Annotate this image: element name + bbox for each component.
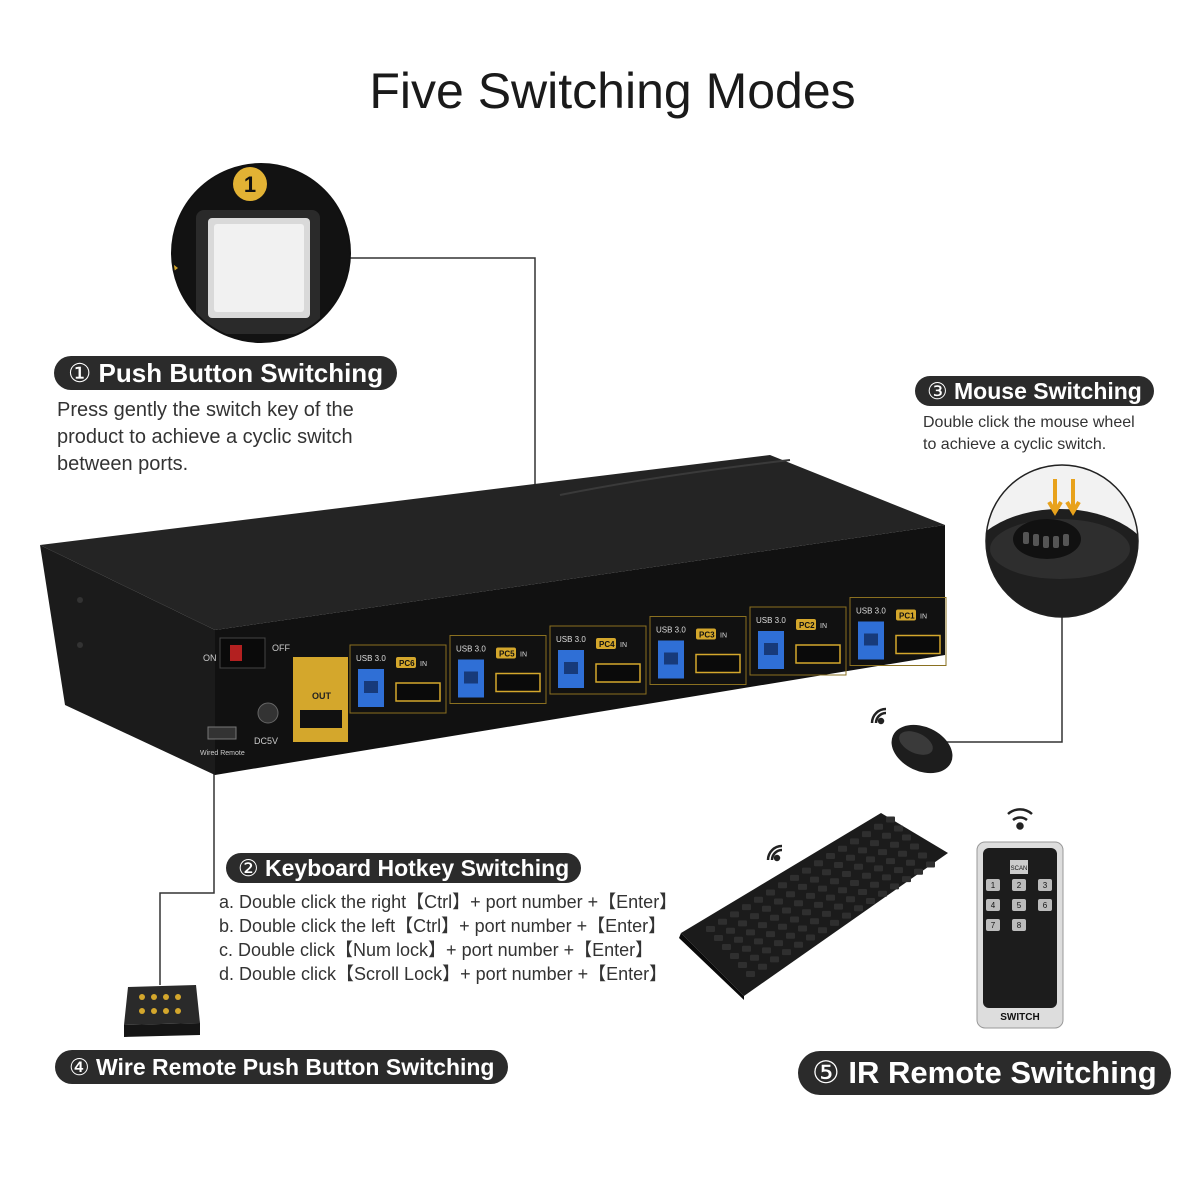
number-one-badge-icon (233, 167, 267, 201)
svg-text:PC5: PC5 (499, 650, 515, 659)
svg-text:1: 1 (244, 172, 256, 197)
list-item: b. Double click the left【Ctrl】+ port num… (219, 916, 667, 936)
svg-text:SCAN: SCAN (1011, 866, 1028, 872)
svg-text:USB 3.0: USB 3.0 (756, 616, 786, 625)
svg-text:2: 2 (1017, 881, 1022, 890)
svg-text:DC5V: DC5V (254, 736, 278, 746)
svg-text:USB 3.0: USB 3.0 (656, 626, 686, 635)
wifi-signal-icon (766, 844, 783, 862)
svg-text:USB 3.0: USB 3.0 (856, 607, 886, 616)
mouse-wheel-closeup (985, 464, 1139, 618)
svg-text:7: 7 (991, 921, 996, 930)
hdmi-port-icon (895, 634, 941, 655)
wireless-mouse (870, 707, 953, 774)
list-item: a. Double click the right【Ctrl】+ port nu… (219, 892, 678, 912)
wifi-signal-icon (870, 707, 887, 725)
hdmi-port-icon (695, 653, 741, 674)
svg-text:SWITCH: SWITCH (1000, 1012, 1039, 1023)
mode-5-label: ⑤ IR Remote Switching (798, 1051, 1171, 1095)
svg-text:IN: IN (720, 633, 727, 640)
hotkey-list: a. Double click the right【Ctrl】+ port nu… (219, 890, 677, 986)
svg-text:PC3: PC3 (699, 631, 715, 640)
svg-text:1: 1 (991, 881, 996, 890)
hdmi-port-icon (495, 672, 541, 693)
remote-key (1038, 899, 1052, 911)
wireless-keyboard (679, 813, 948, 1000)
svg-text:IN: IN (520, 652, 527, 659)
wifi-signal-icon (1007, 808, 1033, 830)
list-item: c. Double click【Num lock】+ port number +… (219, 940, 654, 960)
svg-text:3: 3 (1043, 881, 1048, 890)
hdmi-port-icon (595, 663, 641, 683)
push-button-closeup: 1 (171, 163, 351, 343)
remote-key (1012, 919, 1026, 931)
svg-text:5: 5 (1017, 901, 1022, 910)
svg-text:PC2: PC2 (799, 621, 815, 630)
hdmi-port-icon (395, 682, 441, 702)
wire-remote-box (124, 985, 200, 1037)
mode-2-label: ② Keyboard Hotkey Switching (226, 853, 582, 883)
svg-text:Wired Remote: Wired Remote (200, 750, 245, 757)
svg-text:IN: IN (920, 614, 927, 621)
svg-text:OFF: OFF (272, 643, 290, 653)
remote-key (1038, 879, 1052, 891)
svg-text:8: 8 (1017, 921, 1022, 930)
svg-text:4: 4 (991, 901, 996, 910)
list-item: d. Double click【Scroll Lock】+ port numbe… (219, 964, 668, 984)
remote-key (1012, 899, 1026, 911)
remote-key (986, 899, 1000, 911)
page-title: Five Switching Modes (369, 63, 856, 119)
svg-text:PC1: PC1 (899, 612, 915, 621)
remote-key (1012, 879, 1026, 891)
ir-remote: SCAN 1 2 3 4 5 6 7 8 SWITCH (976, 808, 1064, 1029)
remote-key (986, 879, 1000, 891)
svg-text:IN: IN (620, 642, 627, 649)
svg-text:PC4: PC4 (599, 640, 615, 649)
mode-3-description: Double click the mouse wheel to achieve … (923, 414, 1135, 453)
svg-text:USB 3.0: USB 3.0 (456, 645, 486, 654)
svg-text:USB 3.0: USB 3.0 (556, 635, 586, 644)
svg-text:IN: IN (820, 623, 827, 630)
svg-text:IN: IN (420, 661, 427, 668)
mode-4-label: ④ Wire Remote Push Button Switching (55, 1050, 509, 1084)
svg-text:ON: ON (203, 653, 217, 663)
remote-key (986, 919, 1000, 931)
svg-text:PC6: PC6 (399, 659, 415, 668)
mode-1-label: ① Push Button Switching (54, 356, 398, 390)
mode-3-label: ③ Mouse Switching (915, 376, 1154, 406)
svg-text:USB 3.0: USB 3.0 (356, 654, 386, 663)
svg-text:OUT: OUT (312, 691, 332, 701)
svg-text:6: 6 (1043, 901, 1048, 910)
hdmi-port-icon (795, 644, 841, 664)
mode-1-description: Press gently the switch key of the produ… (57, 399, 354, 475)
